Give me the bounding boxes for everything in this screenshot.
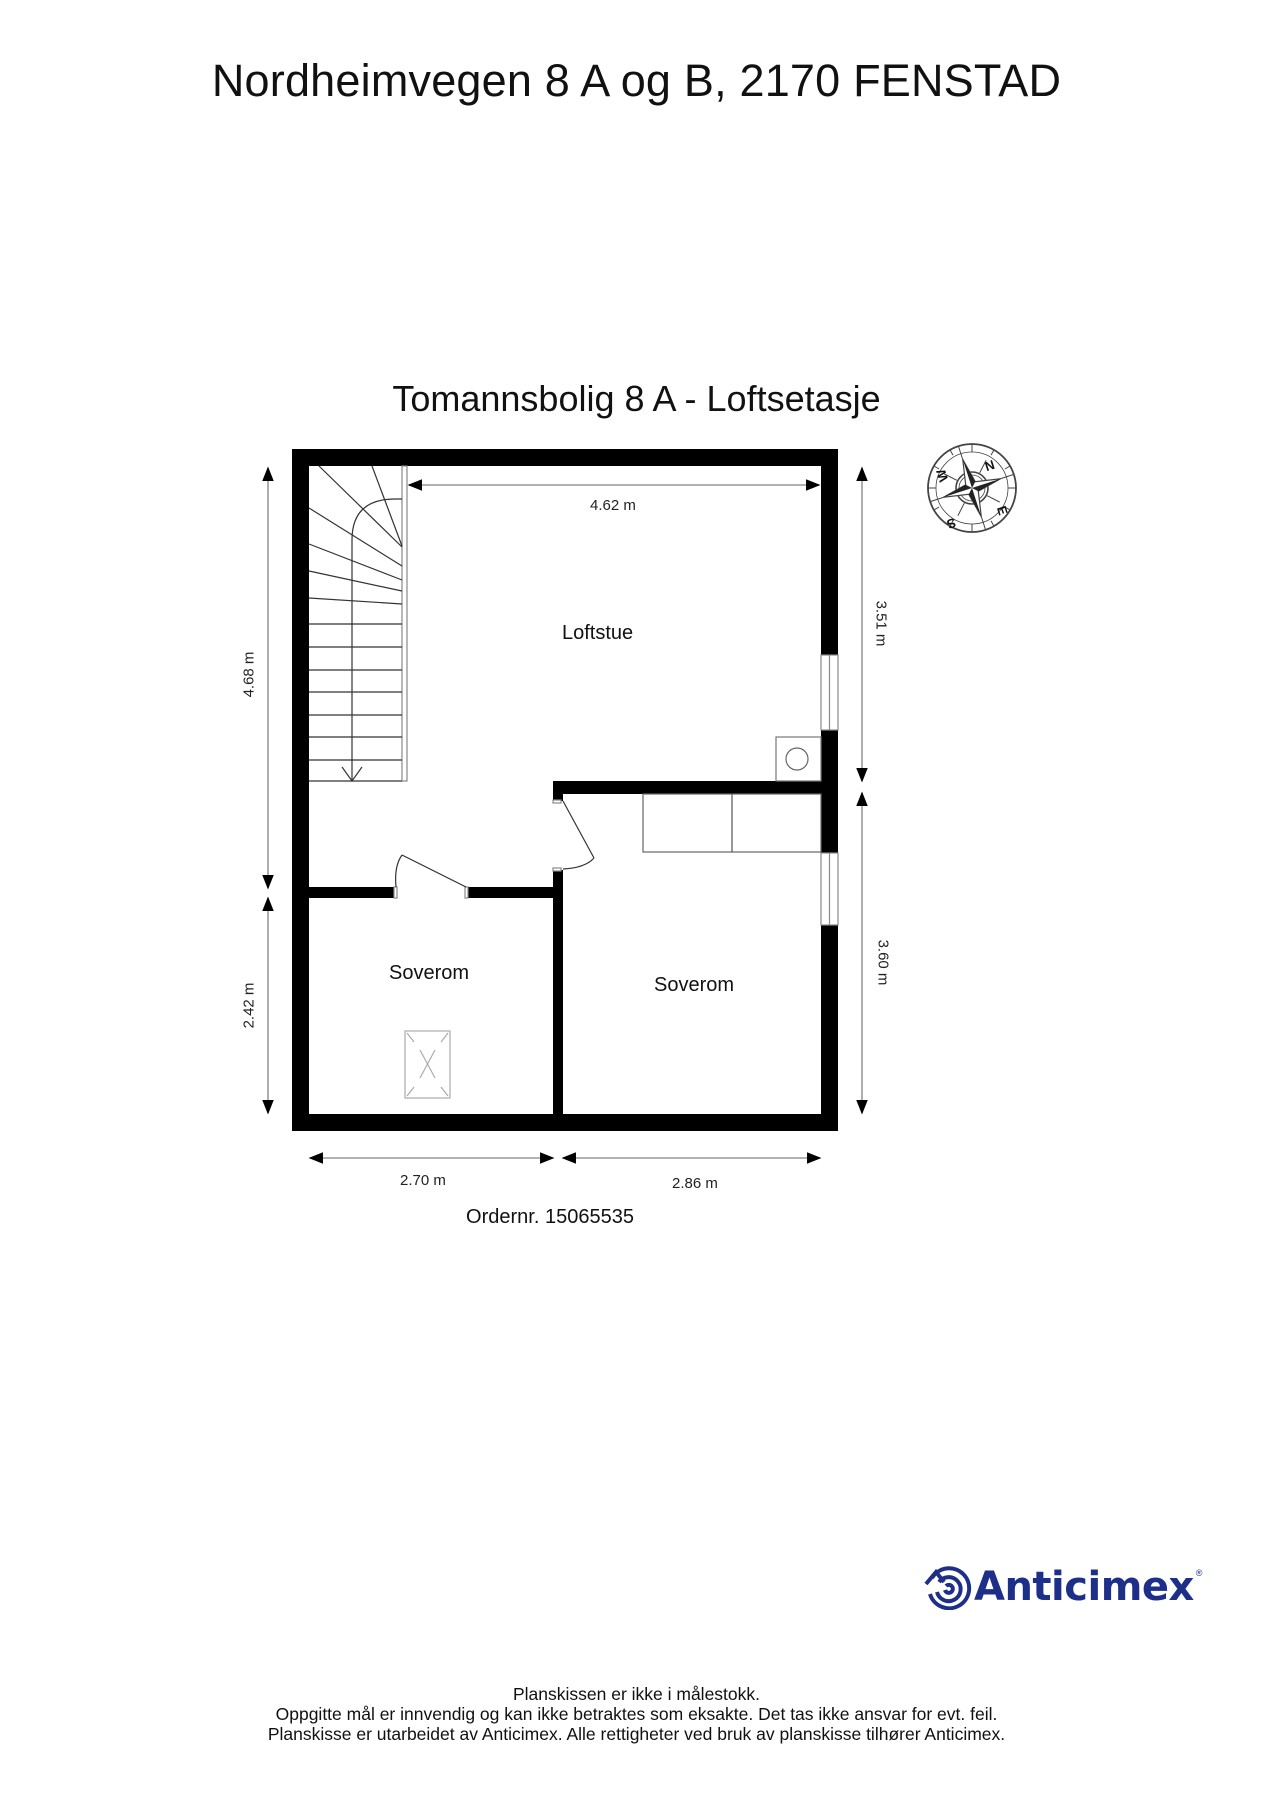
windows <box>820 654 839 926</box>
plan-title: Tomannsbolig 8 A - Loftsetasje <box>392 378 881 419</box>
disclaimer-line-1: Planskissen er ikke i målestokk. <box>512 1684 761 1704</box>
doors <box>393 799 595 899</box>
compass-icon[interactable] <box>917 433 1028 544</box>
dim-bottom-left: 2.70 m <box>400 1172 446 1189</box>
disclaimer: Planskissen er ikke i målestokk. Oppgitt… <box>0 1684 1273 1744</box>
dim-right-upper: 3.51 m <box>872 600 890 647</box>
staircase <box>308 465 408 783</box>
anticimex-logo-icon <box>924 1566 972 1610</box>
disclaimer-line-2: Oppgitte mål er innvendig og kan ikke be… <box>275 1704 998 1724</box>
registered-mark: ® <box>1195 1568 1203 1578</box>
walls <box>292 449 838 1131</box>
dim-top-width: 4.62 m <box>590 497 636 514</box>
order-number: Ordernr. 15065535 <box>466 1206 634 1228</box>
dim-bottom-right: 2.86 m <box>672 1175 718 1192</box>
skylight-icon <box>404 1030 451 1099</box>
disclaimer-line-3: Planskisse er utarbeidet av Anticimex. A… <box>267 1724 1006 1744</box>
dim-right-lower: 3.60 m <box>874 939 892 986</box>
dim-left-lower: 2.42 m <box>240 982 258 1029</box>
dim-left-upper: 4.68 m <box>240 651 258 698</box>
room-label-soverom-right: Soverom <box>654 974 735 996</box>
anticimex-logo: Anticimex ® <box>922 1564 1202 1610</box>
room-label-loftstue: Loftstue <box>562 622 634 644</box>
fixtures <box>404 736 822 1099</box>
chimney-fixture <box>775 736 822 782</box>
address-title: Nordheimvegen 8 A og B, 2170 FENSTAD <box>211 55 1062 106</box>
room-label-soverom-left: Soverom <box>389 962 470 984</box>
anticimex-wordmark: Anticimex <box>974 1564 1194 1610</box>
chimney-circle-icon <box>785 747 809 771</box>
dimension-lines <box>262 466 868 1164</box>
